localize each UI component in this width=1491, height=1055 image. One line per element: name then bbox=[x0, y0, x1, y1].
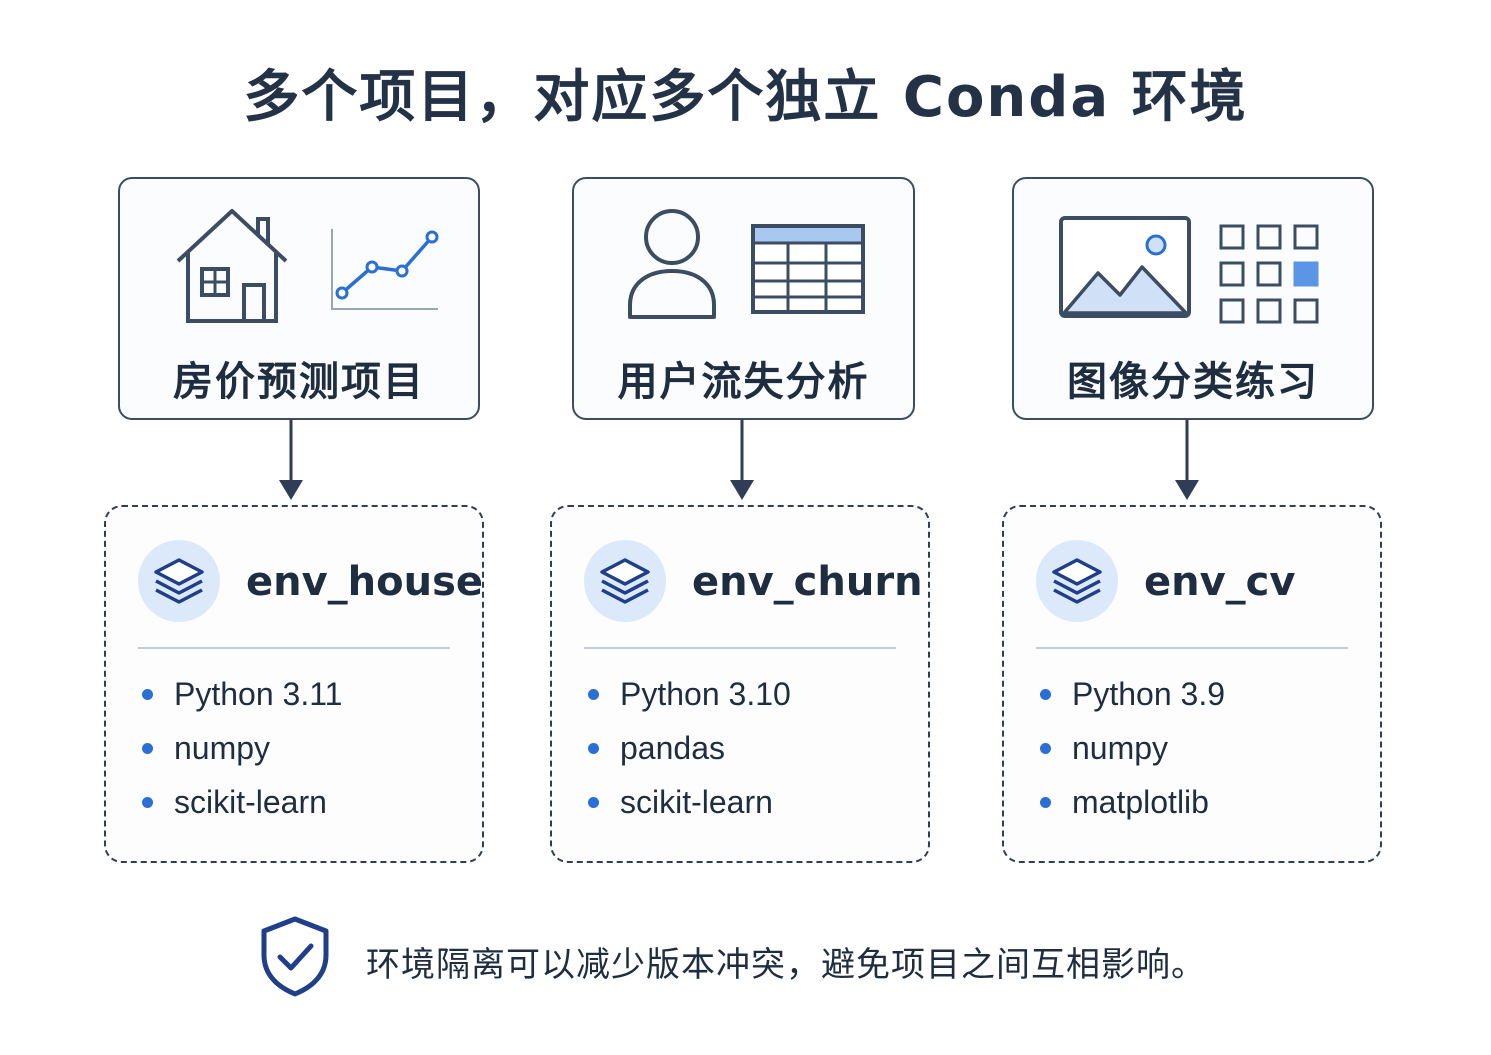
layers-icon bbox=[584, 540, 666, 622]
project-card-house: 房价预测项目 bbox=[118, 177, 480, 420]
project-label: 图像分类练习 bbox=[1067, 359, 1319, 405]
divider bbox=[584, 647, 896, 649]
env-card-cv: env_cv Python 3.9 numpy matplotlib bbox=[1002, 505, 1382, 863]
bullet-dot bbox=[142, 797, 153, 808]
bullet-dot bbox=[142, 743, 153, 754]
list-item: matplotlib bbox=[1040, 775, 1225, 829]
table-icon bbox=[751, 224, 865, 314]
package-list: Python 3.11 numpy scikit-learn bbox=[142, 667, 342, 829]
project-card-churn: 用户流失分析 bbox=[572, 177, 915, 420]
env-name: env_churn bbox=[692, 559, 923, 605]
project-label: 房价预测项目 bbox=[173, 359, 425, 405]
bullet-dot bbox=[1040, 797, 1051, 808]
layers-icon bbox=[138, 540, 220, 622]
list-item: Python 3.11 bbox=[142, 667, 342, 721]
divider bbox=[138, 647, 450, 649]
divider bbox=[1036, 647, 1348, 649]
project-card-cv: 图像分类练习 bbox=[1012, 177, 1374, 420]
list-item: pandas bbox=[588, 721, 791, 775]
arrow-down-icon bbox=[1175, 420, 1199, 500]
bullet-dot bbox=[588, 743, 599, 754]
env-name: env_house bbox=[246, 559, 484, 605]
list-item: numpy bbox=[1040, 721, 1225, 775]
line-chart-icon bbox=[331, 229, 439, 310]
page-title: 多个项目，对应多个独立 Conda 环境 bbox=[243, 65, 1248, 130]
bullet-dot bbox=[1040, 689, 1051, 700]
bullet-dot bbox=[588, 797, 599, 808]
project-label: 用户流失分析 bbox=[617, 359, 870, 405]
env-card-house: env_house Python 3.11 numpy scikit-learn bbox=[104, 505, 484, 863]
bullet-dot bbox=[588, 689, 599, 700]
shield-check-icon bbox=[261, 916, 329, 997]
image-icon bbox=[1059, 216, 1191, 318]
bullet-dot bbox=[142, 689, 153, 700]
list-item: scikit-learn bbox=[142, 775, 342, 829]
package-list: Python 3.9 numpy matplotlib bbox=[1040, 667, 1225, 829]
bullet-dot bbox=[1040, 743, 1051, 754]
list-item: Python 3.10 bbox=[588, 667, 791, 721]
package-list: Python 3.10 pandas scikit-learn bbox=[588, 667, 791, 829]
arrow-down-icon bbox=[730, 420, 754, 500]
list-item: numpy bbox=[142, 721, 342, 775]
footer-note: 环境隔离可以减少版本冲突，避免项目之间互相影响。 bbox=[366, 945, 1206, 985]
user-icon bbox=[628, 209, 716, 319]
env-card-churn: env_churn Python 3.10 pandas scikit-lear… bbox=[550, 505, 930, 863]
house-icon bbox=[176, 209, 288, 323]
list-item: scikit-learn bbox=[588, 775, 791, 829]
list-item: Python 3.9 bbox=[1040, 667, 1225, 721]
grid-icon bbox=[1219, 224, 1319, 324]
layers-icon bbox=[1036, 540, 1118, 622]
env-name: env_cv bbox=[1144, 559, 1296, 605]
arrow-down-icon bbox=[279, 420, 303, 500]
